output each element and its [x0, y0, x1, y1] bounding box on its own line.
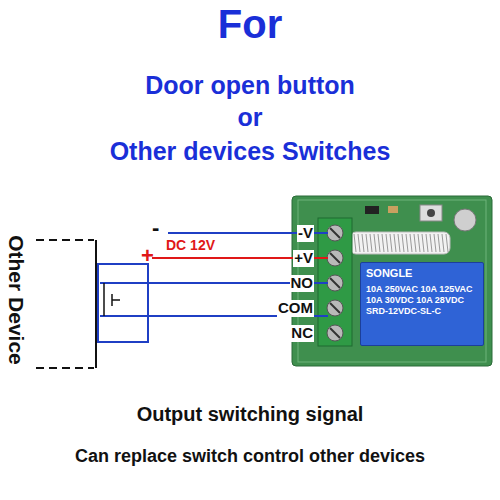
note: Can replace switch control other devices — [75, 447, 425, 467]
chip — [365, 206, 379, 214]
switch-box — [98, 264, 148, 342]
module-board — [292, 196, 492, 366]
relay-marking: SRD-12VDC-SL-C — [366, 306, 478, 317]
terminal-screw — [327, 225, 343, 241]
relay-marking: SONGLE — [366, 267, 478, 281]
terminal-screw — [327, 325, 343, 341]
board-trace — [298, 200, 486, 362]
polarity-sign: + — [141, 244, 154, 268]
pin-name: NO — [290, 275, 315, 292]
antenna-coil — [350, 232, 450, 254]
pin-name: -V — [297, 225, 314, 242]
screw-slot — [330, 228, 340, 238]
polarity-sign: - — [152, 216, 159, 240]
push-switch-symbol — [104, 283, 120, 316]
screw-slot — [330, 253, 340, 263]
voltage-label: DC 12V — [166, 238, 215, 253]
device-label: Other Device — [4, 235, 27, 365]
screw-slot — [330, 303, 340, 313]
button-cap — [427, 209, 435, 217]
resistor-symbol — [388, 206, 398, 213]
relay-body: SONGLE 10A 250VAC 10A 125VAC10A 30VDC 10A… — [360, 262, 484, 346]
pin-name: NC — [290, 325, 314, 342]
terminal-screw — [327, 275, 343, 291]
subtitle: Door open button — [145, 72, 355, 100]
terminal-screw — [327, 250, 343, 266]
terminal-screw — [327, 300, 343, 316]
subtitle: or — [238, 104, 263, 132]
pin-name: +V — [293, 250, 314, 267]
pin-name: COM — [277, 300, 314, 317]
push-button — [420, 205, 442, 221]
relay-marking: 10A 30VDC 10A 28VDC — [366, 295, 478, 306]
device-bracket — [36, 240, 96, 368]
relay-marking: 10A 250VAC 10A 125VAC — [366, 284, 478, 295]
screw-slot — [330, 328, 340, 338]
subtitle: Other devices Switches — [110, 138, 391, 166]
screw-slot — [330, 278, 340, 288]
caption: Output switching signal — [137, 403, 364, 425]
title: For — [218, 2, 282, 46]
capacitor — [454, 209, 476, 231]
